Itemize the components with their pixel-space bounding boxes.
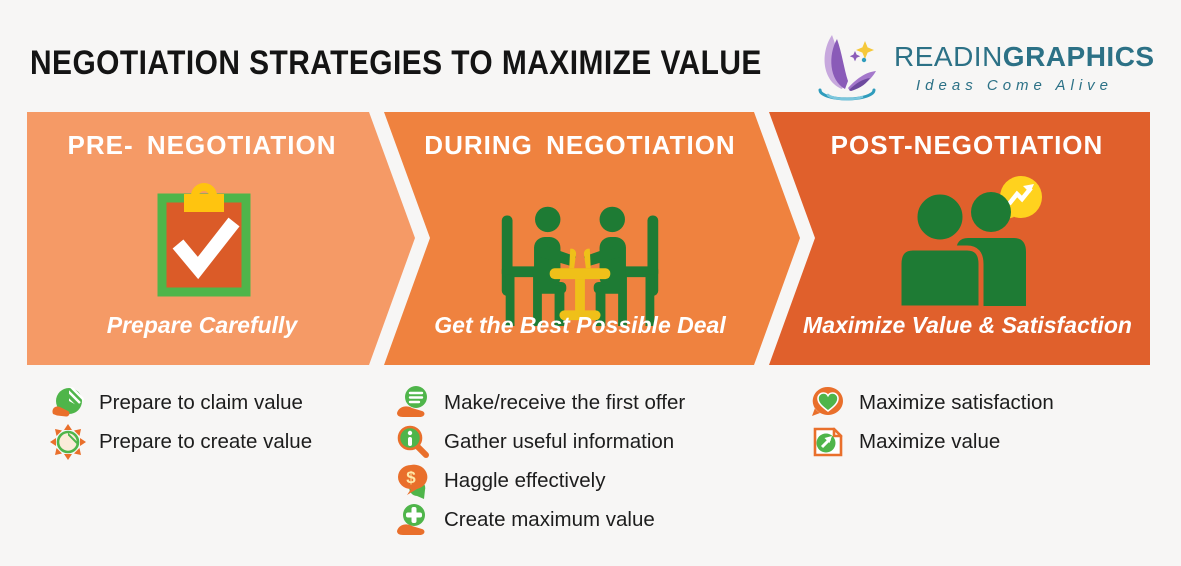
stage-pre-caption: Prepare Carefully <box>106 312 298 338</box>
stage-during-caption: Get the Best Possible Deal <box>434 312 726 338</box>
post-negotiation-list: Maximize satisfaction Maximize value <box>810 386 1054 464</box>
negotiation-table-icon <box>501 206 659 326</box>
clipboard-check-icon <box>157 183 251 297</box>
page-title: NEGOTIATION STRATEGIES TO MAXIMIZE VALUE <box>30 44 762 82</box>
list-item: Maximize value <box>810 425 1054 459</box>
first-offer-icon <box>397 386 427 417</box>
list-item-label: Make/receive the first offer <box>444 391 686 414</box>
stage-during-negotiation <box>384 112 800 365</box>
logo-tagline: Ideas Come Alive <box>916 76 1113 94</box>
stages-banner: PRE- NEGOTIATION DURING NEGOTIATION POST… <box>0 112 1181 365</box>
gather-info-icon <box>397 425 429 458</box>
haggle-icon: $ <box>398 464 428 499</box>
stage-post-label: POST-NEGOTIATION <box>830 130 1104 160</box>
list-item: Prepare to create value <box>50 424 313 460</box>
create-value-icon <box>50 424 86 460</box>
list-item-label: Maximize value <box>859 430 1001 453</box>
list-item: Maximize satisfaction <box>810 386 1054 420</box>
list-item-label: Create maximum value <box>444 508 655 531</box>
satisfaction-icon <box>812 386 843 416</box>
list-item-label: Prepare to create value <box>99 430 313 453</box>
list-item: $ Haggle effectively <box>395 464 685 499</box>
list-item-label: Maximize satisfaction <box>859 391 1054 414</box>
list-item-label: Haggle effectively <box>444 469 606 492</box>
stage-during-label: DURING NEGOTIATION <box>424 130 736 160</box>
pre-negotiation-list: Prepare to claim value Prepare to create… <box>50 386 312 464</box>
logo-book-icon <box>818 35 876 101</box>
stage-post-negotiation <box>769 112 1150 365</box>
stage-post-caption: Maximize Value & Satisfaction <box>803 312 1132 338</box>
logo-brand-text: READINGRAPHICS <box>894 40 1155 72</box>
list-item: Create maximum value <box>395 503 685 537</box>
list-item: Gather useful information <box>395 425 685 459</box>
during-negotiation-list: Make/receive the first offer Gather usef… <box>395 386 685 542</box>
stage-pre-label: PRE- NEGOTIATION <box>67 130 337 160</box>
people-discussion-icon <box>896 176 1042 306</box>
value-icon <box>813 427 843 457</box>
claim-value-icon <box>52 386 84 417</box>
readinggraphics-logo: READINGRAPHICS Ideas Come Alive <box>808 26 1168 108</box>
create-max-value-icon <box>397 504 425 535</box>
list-item: Prepare to claim value <box>50 386 312 420</box>
list-item-label: Gather useful information <box>444 430 675 453</box>
svg-text:$: $ <box>406 468 416 487</box>
list-item-label: Prepare to claim value <box>99 391 303 414</box>
list-item: Make/receive the first offer <box>395 386 685 420</box>
